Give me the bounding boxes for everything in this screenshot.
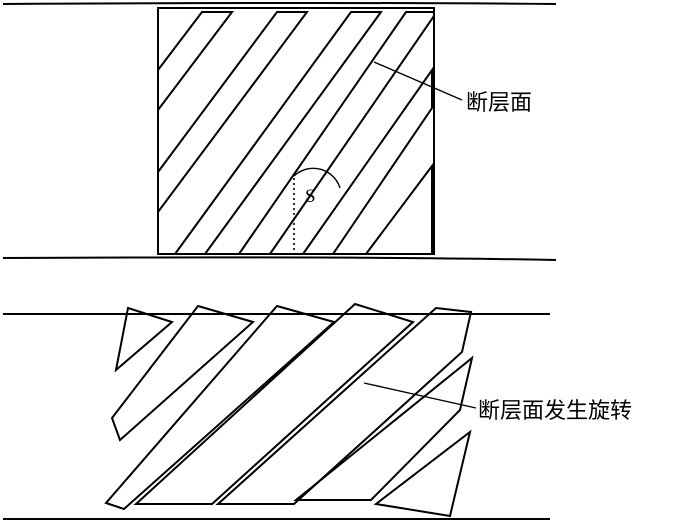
bottom-fault-strip-3 bbox=[104, 304, 337, 511]
top-lower-boundary-line bbox=[2, 256, 557, 261]
top-fault-strip-2 bbox=[157, 11, 309, 216]
bottom-fault-strip-2 bbox=[110, 304, 256, 442]
top-figure: S 断层面 bbox=[2, 2, 557, 261]
angle-arc bbox=[293, 167, 341, 189]
angle-symbol-label: S bbox=[305, 186, 316, 207]
fault-rotation-leader-line bbox=[363, 382, 477, 409]
bottom-fault-strip-6 bbox=[293, 355, 474, 501]
bottom-fault-strip-7 bbox=[373, 429, 472, 518]
fault-rotation-label: 断层面发生旋转 bbox=[478, 398, 632, 423]
top-upper-boundary-line bbox=[2, 2, 557, 5]
top-fault-strip-1 bbox=[157, 11, 235, 113]
top-fault-strip-3 bbox=[173, 11, 383, 255]
top-fault-strip-6 bbox=[364, 163, 433, 255]
top-fault-strip-5 bbox=[301, 66, 433, 255]
bottom-figure: 断层面发生旋转 bbox=[3, 302, 632, 520]
fault-plane-label: 断层面 bbox=[466, 90, 532, 115]
bottom-fault-strip-5 bbox=[215, 306, 473, 505]
bottom-fault-strip-1 bbox=[114, 306, 175, 373]
bottom-fault-strip-4 bbox=[133, 302, 415, 505]
fault-plane-leader-line bbox=[373, 61, 463, 101]
top-fault-strip-4 bbox=[237, 11, 435, 255]
